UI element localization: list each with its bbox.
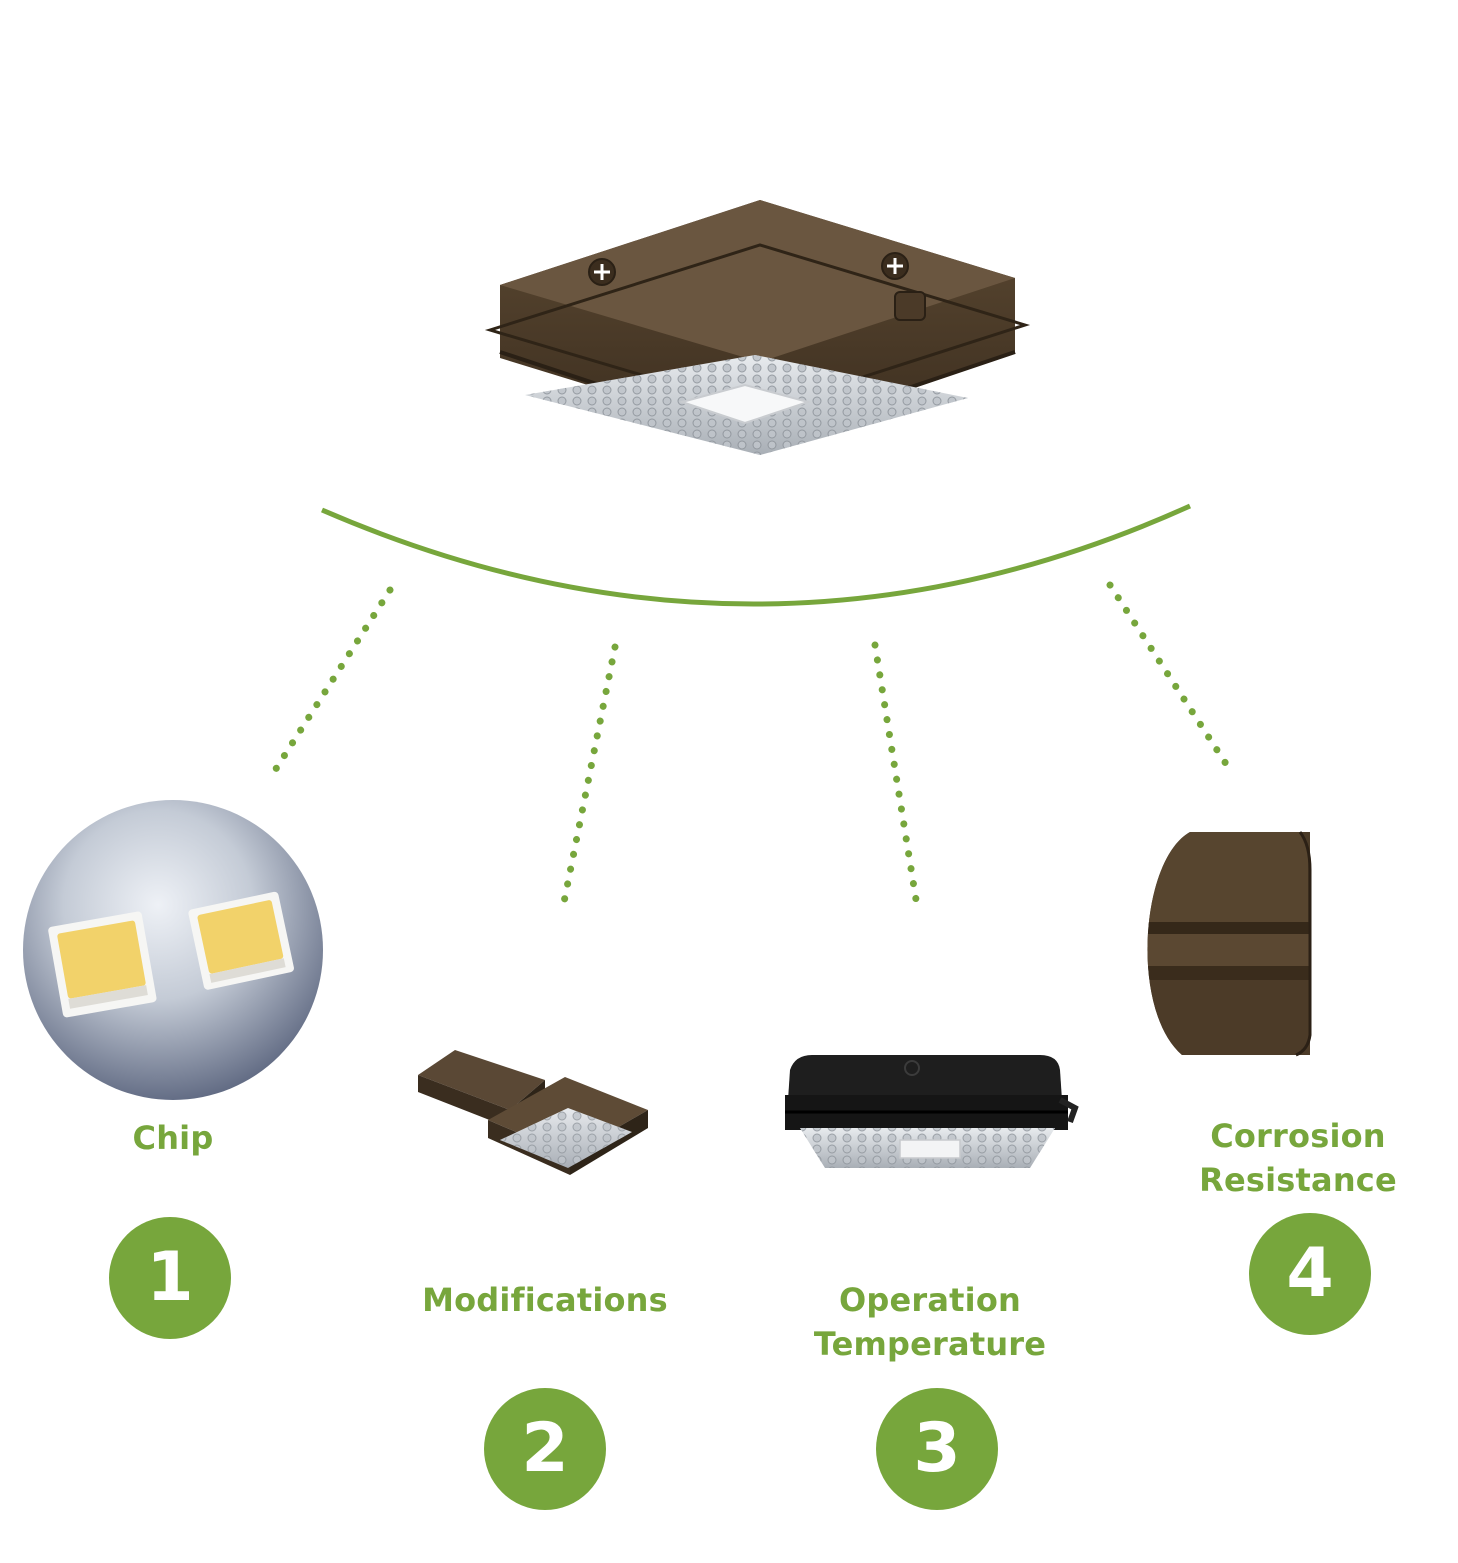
feature-label-line: Corrosion [1210,1117,1386,1155]
led-chip-icon [23,800,323,1100]
feature-label-chip: Chip [73,1116,273,1160]
feature-label-corrosion-resistance: Corrosion Resistance [1148,1114,1448,1202]
feature-label-line: Operation [838,1281,1022,1319]
canopy-light-icon [484,200,1031,455]
connector-line-4 [1106,581,1234,774]
modular-fixture-icon [418,1050,648,1175]
connector-line-2 [558,643,619,916]
feature-label-operation-temperature: Operation Temperature [780,1278,1080,1366]
feature-number-badge-2: 2 [484,1388,606,1510]
feature-label-line: Temperature [813,1325,1047,1363]
housing-closeup-icon [1147,831,1312,1057]
feature-label-modifications: Modifications [395,1278,695,1322]
feature-number-badge-1: 1 [109,1217,231,1339]
feature-number-badge-4: 4 [1249,1213,1371,1335]
black-fixture-icon [785,1055,1079,1168]
feature-number-badge-3: 3 [876,1388,998,1510]
connector-line-3 [871,641,922,916]
feature-label-line: Modifications [422,1281,668,1319]
feature-label-line: Resistance [1199,1161,1397,1199]
feature-label-line: Chip [132,1119,214,1157]
connector-arc [321,503,1192,607]
connector-line-1 [268,586,394,779]
